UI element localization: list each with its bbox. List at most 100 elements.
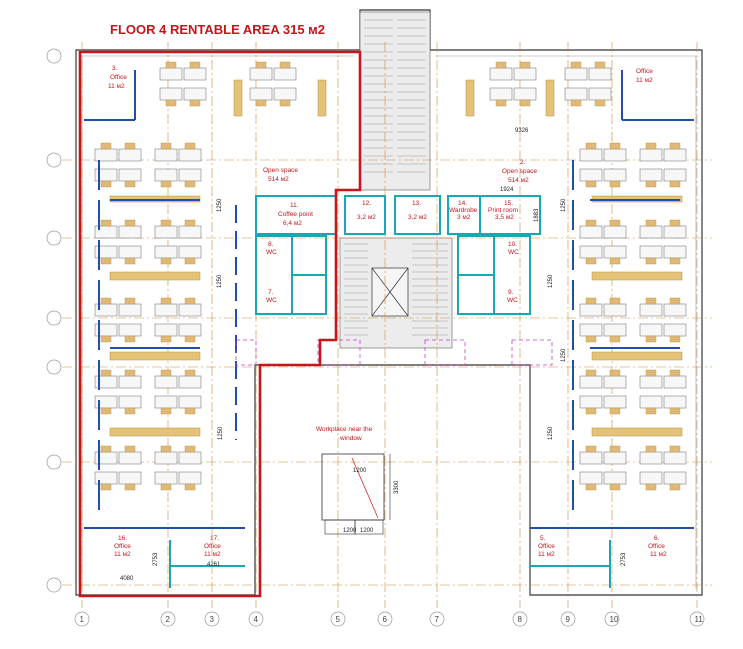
storage-unit: [591, 427, 683, 437]
storage-unit: [591, 271, 683, 281]
desk: [639, 168, 663, 182]
desk: [154, 148, 178, 162]
dim-1250-left-3: 1250: [218, 426, 224, 440]
office-5-area: 11 м2: [538, 551, 555, 558]
room-13-area: 3,2 м2: [408, 214, 427, 221]
chair: [100, 297, 112, 305]
desk: [639, 451, 663, 465]
chair: [519, 99, 531, 107]
desk: [603, 395, 627, 409]
wc-9-number: 9.: [508, 289, 514, 296]
open-space-right-name: Open space: [502, 168, 537, 175]
chair: [645, 257, 657, 265]
axis-bubble: [74, 611, 90, 627]
desk: [588, 67, 612, 81]
chair: [585, 180, 597, 188]
room-13-number: 13.: [412, 200, 421, 207]
chair: [100, 257, 112, 265]
room-12-number: 12.: [362, 200, 371, 207]
desk: [579, 323, 603, 337]
chair: [100, 483, 112, 491]
chair: [184, 257, 196, 265]
axis-bubble: [560, 611, 576, 627]
desk-cluster: [564, 61, 612, 107]
chair: [585, 407, 597, 415]
chair: [609, 297, 621, 305]
office-16-name: Office: [114, 543, 131, 550]
desk: [513, 87, 537, 101]
chair: [609, 407, 621, 415]
chair: [279, 99, 291, 107]
desk-cluster: [94, 219, 142, 265]
wc-8-name: WC: [266, 249, 277, 256]
desk: [663, 245, 687, 259]
stair-treads: [344, 19, 448, 336]
dim-3300: 3300: [394, 480, 400, 494]
desk: [579, 395, 603, 409]
office-6-number: 6.: [654, 535, 660, 542]
desk: [154, 395, 178, 409]
office-3-area: 11 м2: [108, 83, 125, 90]
desk: [564, 67, 588, 81]
chair: [124, 297, 136, 305]
chair: [100, 142, 112, 150]
desk: [118, 225, 142, 239]
chair: [184, 369, 196, 377]
chair: [519, 61, 531, 69]
chair: [645, 180, 657, 188]
axis-col-label: 1: [80, 615, 85, 624]
chair: [570, 99, 582, 107]
desk-cluster: [154, 297, 202, 343]
desk: [513, 67, 537, 81]
desk-cluster: [639, 219, 687, 265]
chair: [165, 61, 177, 69]
chair: [124, 445, 136, 453]
desk-cluster: [94, 297, 142, 343]
dim-1924: 1924: [500, 187, 514, 193]
office-3-name: Office: [110, 74, 127, 81]
office-5-name: Office: [538, 543, 555, 550]
desk: [579, 303, 603, 317]
chair: [165, 99, 177, 107]
desk: [489, 87, 513, 101]
dim-2753-right: 2753: [621, 552, 627, 566]
chair: [160, 335, 172, 343]
desk: [564, 87, 588, 101]
desk-cluster: [639, 142, 687, 188]
chair: [100, 369, 112, 377]
chair: [669, 219, 681, 227]
chair: [645, 335, 657, 343]
chair: [585, 483, 597, 491]
axis-col-label: 7: [435, 615, 440, 624]
desk: [178, 471, 202, 485]
axis-col-label: 2: [166, 615, 171, 624]
open-space-left-name: Open space: [263, 167, 298, 174]
desk-cluster: [154, 445, 202, 491]
chair: [669, 369, 681, 377]
axis-bubble: [689, 611, 705, 627]
desk: [603, 225, 627, 239]
desk: [118, 375, 142, 389]
chair: [100, 407, 112, 415]
chair: [609, 483, 621, 491]
axis-col-label: 8: [518, 615, 523, 624]
chair: [585, 219, 597, 227]
office-4-name: Office: [636, 68, 653, 75]
storage-unit: [233, 79, 243, 117]
dim-1200-b: 1200: [343, 528, 357, 534]
desk: [118, 245, 142, 259]
print-area: 3,5 м2: [495, 214, 514, 221]
dim-1250-right-3: 1250: [561, 348, 567, 362]
chair: [645, 219, 657, 227]
room-12-area: 3,2 м2: [357, 214, 376, 221]
desk: [178, 451, 202, 465]
chair: [255, 61, 267, 69]
wc-10-name: WC: [508, 249, 519, 256]
desk: [159, 87, 183, 101]
chair: [184, 297, 196, 305]
desk-cluster: [154, 219, 202, 265]
axis-bubble: [46, 577, 62, 593]
desk: [603, 168, 627, 182]
chair: [160, 445, 172, 453]
axis-bubble: [160, 611, 176, 627]
